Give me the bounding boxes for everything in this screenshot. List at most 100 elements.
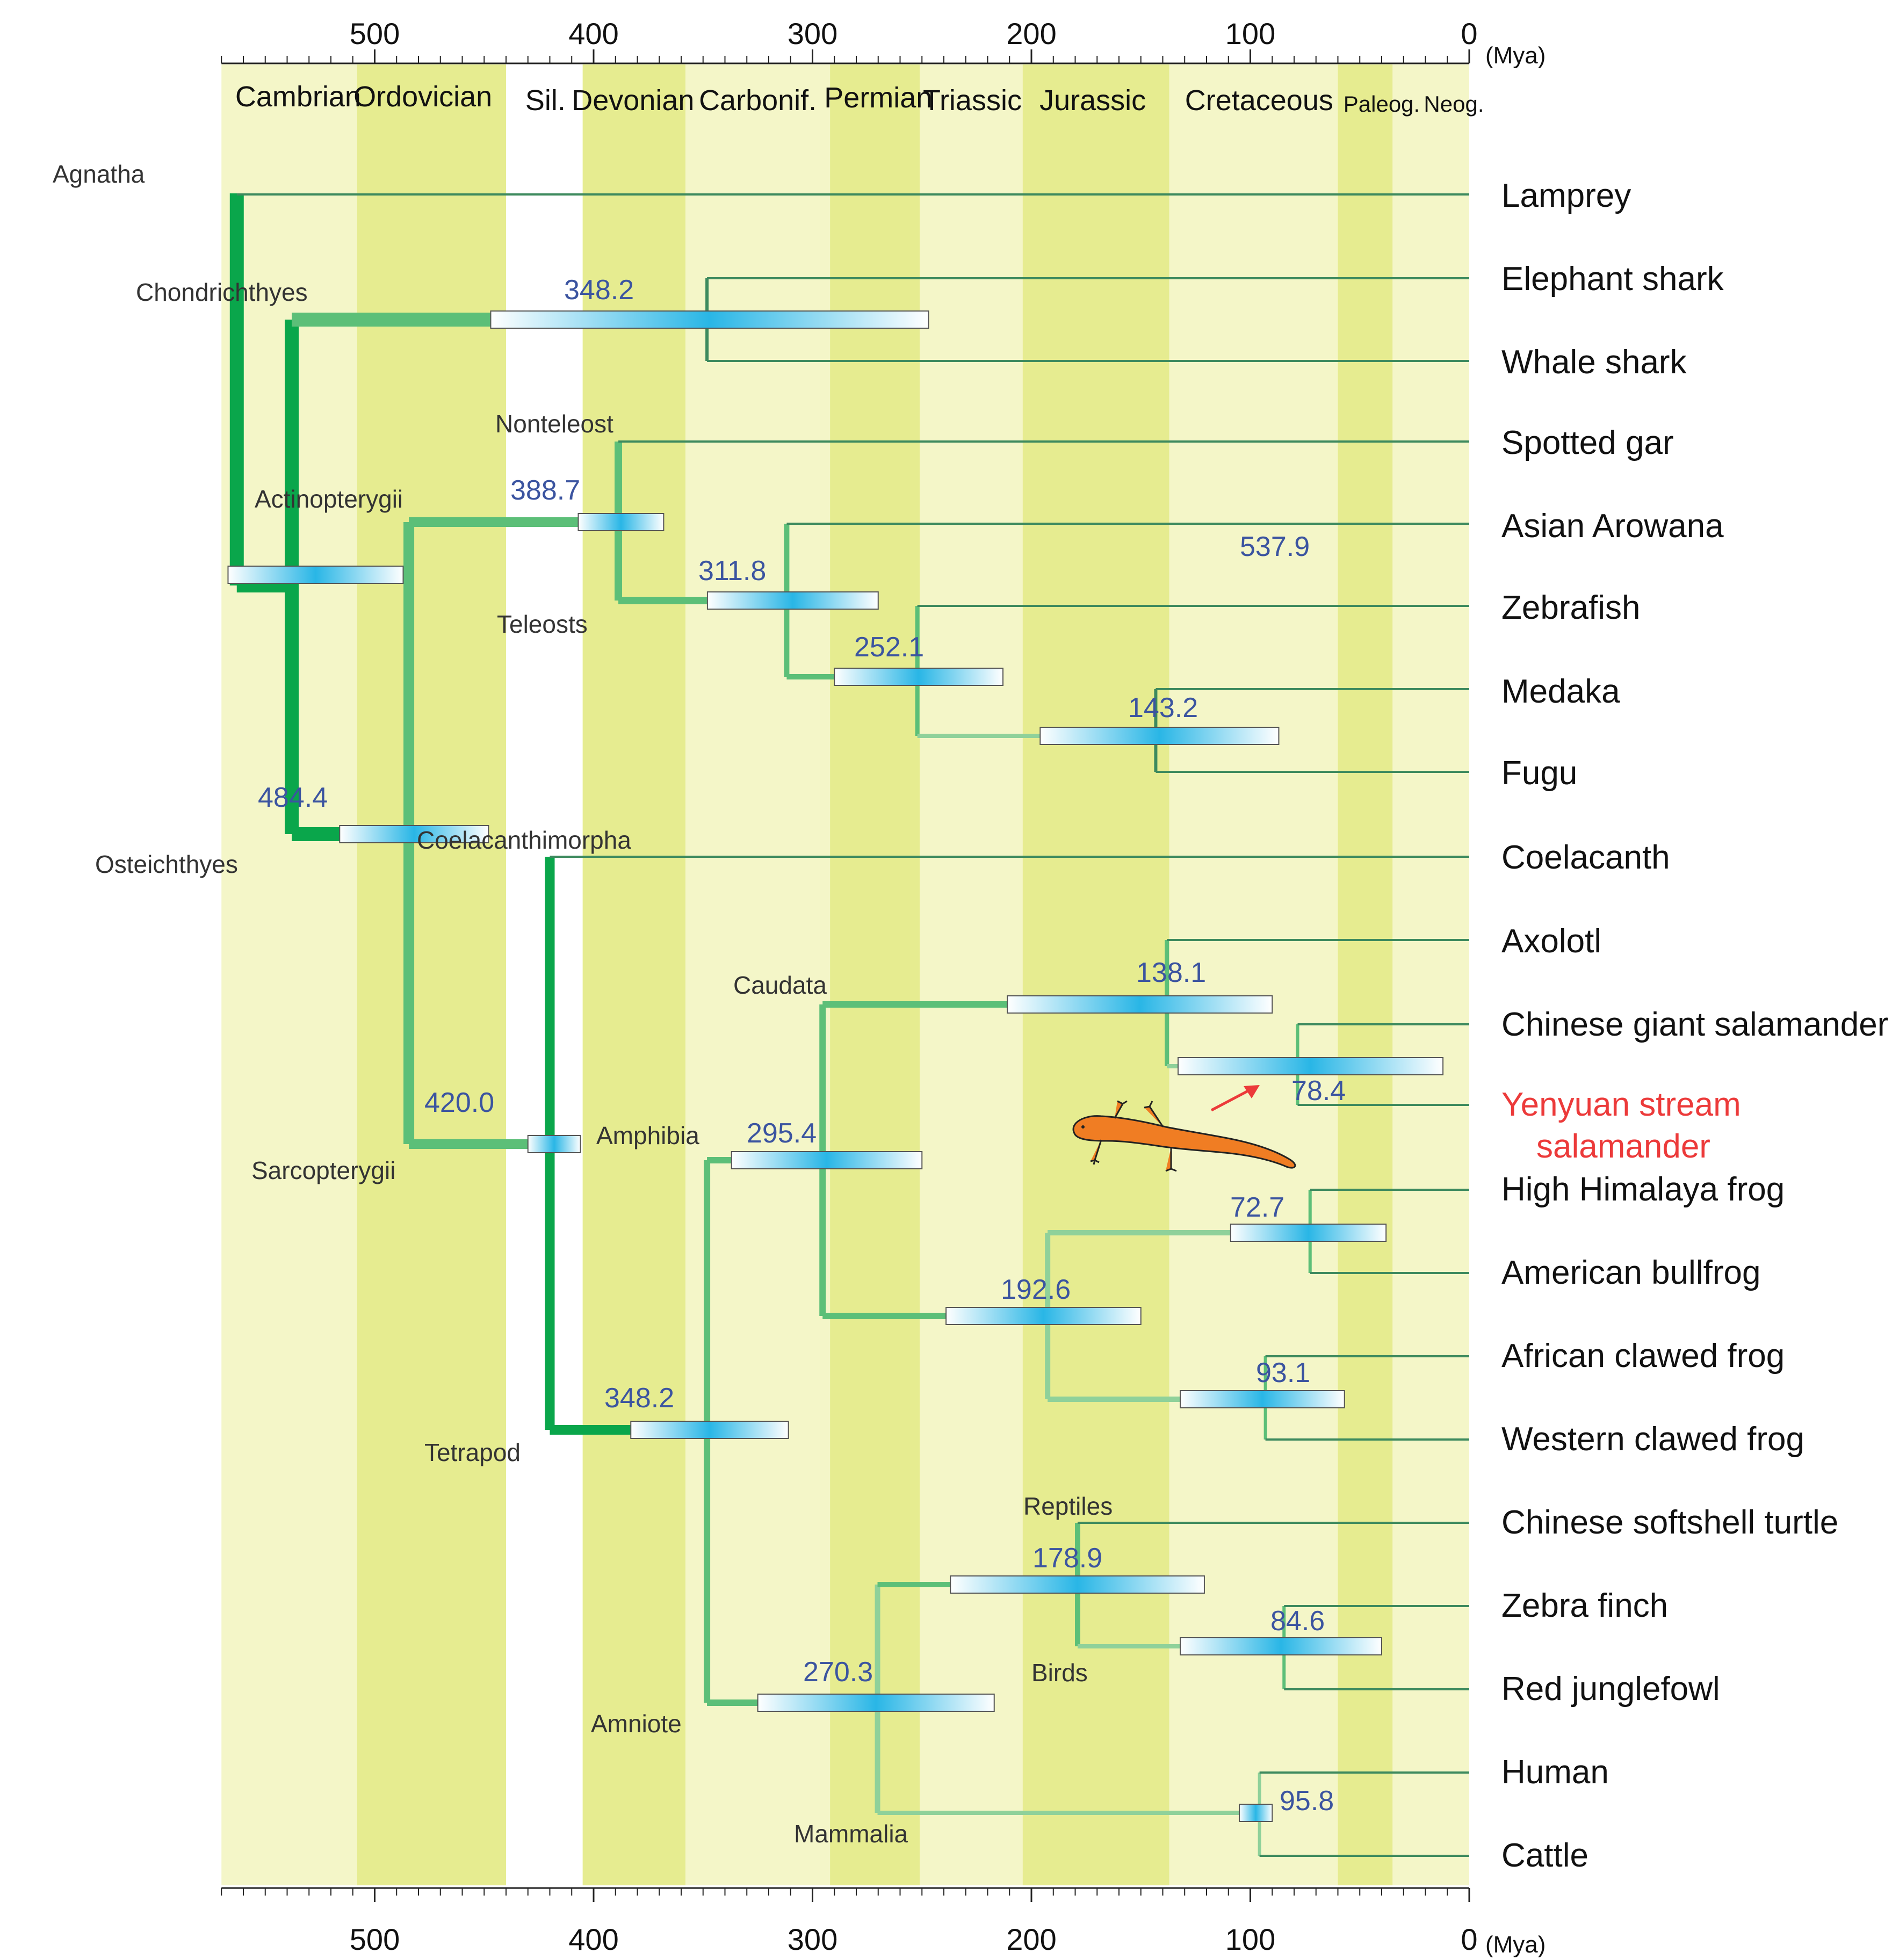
confidence-bar: [706, 591, 879, 610]
taxon-label: Zebra finch: [1501, 1587, 1668, 1624]
salamander-icon: [1072, 1100, 1296, 1172]
confidence-bar: [757, 1694, 995, 1712]
tick-label: 100: [1225, 1922, 1275, 1956]
period-label: Jurassic: [1039, 84, 1146, 117]
tick-label: 400: [568, 1922, 618, 1956]
taxon-label: Fugu: [1501, 755, 1577, 792]
taxon-label: Medaka: [1501, 673, 1620, 710]
divergence-age-label: 78.4: [1291, 1075, 1346, 1106]
confidence-bar: [490, 310, 929, 329]
period-band: [1338, 64, 1393, 1885]
divergence-age-label: 537.9: [1240, 531, 1310, 562]
taxon-label: African clawed frog: [1501, 1337, 1785, 1375]
divergence-age-label: 484.4: [258, 782, 328, 813]
axis-unit-label: (Mya): [1485, 42, 1546, 69]
confidence-bars: [227, 310, 1444, 1822]
divergence-age-label: 178.9: [1032, 1543, 1102, 1574]
clade-label: Reptiles: [1023, 1492, 1113, 1520]
period-band: [582, 64, 686, 1885]
tick-label: 200: [1006, 17, 1056, 50]
clade-label: Coelacanthimorpha: [417, 826, 631, 854]
clade-label: Caudata: [733, 971, 827, 999]
divergence-age-label: 420.0: [424, 1087, 494, 1118]
confidence-bar: [227, 566, 404, 584]
clade-label: Teleosts: [497, 610, 588, 638]
tick-label: 300: [788, 17, 837, 50]
taxon-label: Whale shark: [1501, 344, 1687, 381]
period-band: [1392, 64, 1469, 1885]
taxon-label: Chinese giant salamander: [1501, 1006, 1888, 1043]
divergence-age-label: 270.3: [803, 1657, 873, 1688]
taxon-label: Asian Arowana: [1501, 508, 1724, 545]
divergence-age-label: 295.4: [747, 1118, 817, 1149]
taxon-label: Zebrafish: [1501, 589, 1640, 626]
taxon-label-highlight: Yenyuan stream: [1501, 1086, 1741, 1123]
taxon-label: Elephant shark: [1501, 261, 1724, 298]
period-label: Ordovician: [353, 81, 492, 113]
confidence-bar: [1230, 1224, 1387, 1242]
period-label: Triassic: [923, 84, 1022, 117]
tick-label: 500: [350, 1922, 400, 1956]
clade-label: Amphibia: [596, 1122, 699, 1149]
tick-label: 200: [1006, 1922, 1056, 1956]
clade-labels: AgnathaChondrichthyesOsteichthyesActinop…: [53, 160, 1113, 1848]
tick-label: 0: [1461, 1922, 1477, 1956]
clade-label: Chondrichthyes: [136, 278, 308, 306]
divergence-age-label: 84.6: [1270, 1605, 1325, 1637]
period-label: Cambrian: [235, 81, 361, 113]
clade-label: Nonteleost: [495, 410, 613, 438]
period-label: Cretaceous: [1185, 84, 1333, 117]
confidence-bar: [1239, 1804, 1273, 1822]
divergence-age-label: 72.7: [1230, 1192, 1284, 1223]
clade-label: Mammalia: [794, 1820, 908, 1848]
divergence-age-label: 93.1: [1256, 1357, 1310, 1388]
tick-label: 0: [1461, 17, 1477, 50]
confidence-bar: [630, 1421, 789, 1439]
confidence-bar: [834, 668, 1004, 686]
age-labels: 537.9348.2484.4388.7311.8252.1143.2420.0…: [258, 274, 1346, 1817]
period-label: Sil.: [525, 84, 566, 117]
period-label: Neog.: [1424, 91, 1484, 117]
period-band: [357, 64, 506, 1885]
period-band: [920, 64, 1023, 1885]
clade-label: Agnatha: [53, 160, 145, 188]
taxon-label: Cattle: [1501, 1837, 1588, 1874]
confidence-bar: [950, 1575, 1205, 1594]
tick-label: 300: [788, 1922, 837, 1956]
tick-label: 500: [350, 17, 400, 50]
confidence-bar: [731, 1151, 923, 1169]
period-label: Paleog.: [1344, 91, 1420, 117]
period-label: Devonian: [572, 84, 694, 117]
taxon-label: High Himalaya frog: [1501, 1171, 1785, 1208]
divergence-age-label: 311.8: [698, 555, 766, 587]
clade-label: Tetrapod: [424, 1438, 521, 1466]
taxon-label: Red junglefowl: [1501, 1670, 1720, 1708]
tick-label: 100: [1225, 17, 1275, 50]
clade-label: Osteichthyes: [95, 850, 238, 878]
clade-label: Birds: [1031, 1659, 1088, 1687]
taxon-label: Spotted gar: [1501, 424, 1674, 461]
taxon-label: Lamprey: [1501, 177, 1631, 214]
divergence-age-label: 348.2: [604, 1383, 674, 1414]
taxon-label: Axolotl: [1501, 923, 1601, 960]
taxon-label: Chinese softshell turtle: [1501, 1504, 1838, 1541]
confidence-bar: [945, 1307, 1142, 1325]
red-arrow-icon: [1210, 1085, 1260, 1112]
axis-unit-label: (Mya): [1485, 1932, 1546, 1958]
divergence-age-label: 138.1: [1136, 957, 1206, 988]
divergence-age-label: 348.2: [564, 274, 634, 306]
taxon-label-highlight: salamander: [1536, 1128, 1710, 1165]
confidence-bar: [339, 825, 489, 843]
divergence-age-label: 252.1: [854, 632, 924, 663]
confidence-bar: [1180, 1637, 1383, 1655]
taxon-label: Western clawed frog: [1501, 1421, 1804, 1458]
period-label: Permian: [824, 82, 932, 114]
period-label: Carbonif.: [699, 84, 817, 117]
divergence-age-label: 143.2: [1128, 692, 1198, 724]
divergence-age-label: 192.6: [1001, 1274, 1071, 1305]
clade-label: Amniote: [591, 1710, 682, 1738]
divergence-age-label: 95.8: [1280, 1785, 1334, 1817]
